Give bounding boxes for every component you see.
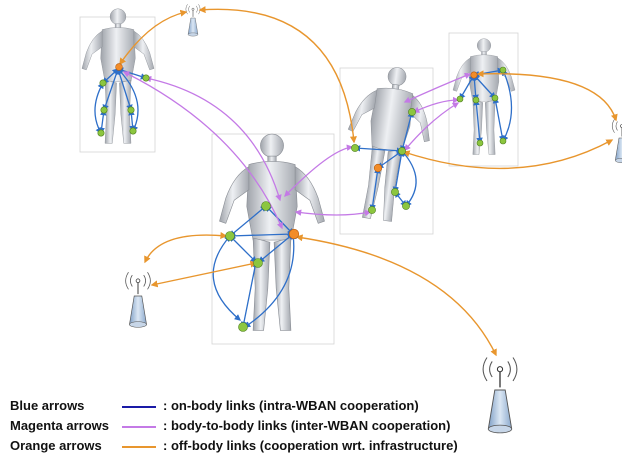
sensor-node	[499, 66, 507, 74]
body-to-body-link	[403, 72, 472, 103]
legend-label-blue: Blue arrows	[10, 398, 85, 413]
legend-line-blue	[122, 406, 156, 408]
antenna-icon-bottom	[482, 356, 518, 434]
on-body-link	[228, 230, 295, 240]
off-body-link	[119, 9, 188, 66]
off-body-link	[476, 70, 618, 122]
sensor-node	[261, 201, 271, 211]
on-body-link	[102, 67, 120, 112]
sensor-node	[238, 322, 248, 332]
sensor-node	[368, 206, 376, 214]
sensor-node	[456, 95, 464, 103]
sensor-node	[408, 108, 416, 116]
off-body-link	[295, 234, 497, 357]
sensor-node	[225, 231, 235, 241]
legend-desc-orange: : off-body links (cooperation wrt. infra…	[163, 438, 458, 453]
gateway-node	[288, 228, 300, 240]
sensor-node	[398, 147, 406, 155]
gateway-node	[373, 163, 383, 173]
sensor-node	[129, 127, 137, 135]
legend-label-magenta: Magenta arrows	[10, 418, 109, 433]
body-to-body-link	[294, 209, 372, 217]
sensor-node	[253, 258, 263, 268]
sensor-node	[499, 137, 507, 145]
legend-row-orange: Orange arrows : off-body links (cooperat…	[10, 436, 480, 456]
off-body-link	[150, 260, 258, 288]
off-body-link	[198, 6, 357, 144]
sensor-node	[391, 188, 399, 196]
legend-line-magenta	[122, 426, 156, 428]
on-body-link	[369, 166, 381, 212]
sensor-node	[97, 129, 105, 137]
sensor-node	[402, 202, 410, 210]
sensor-node	[100, 106, 108, 114]
legend-row-magenta: Magenta arrows : body-to-body links (int…	[10, 416, 480, 436]
legend-line-orange	[122, 446, 156, 448]
legend: Blue arrows : on-body links (intra-WBAN …	[10, 396, 480, 456]
sensor-node	[476, 139, 484, 147]
sensor-node	[99, 79, 107, 87]
sensor-node	[142, 74, 150, 82]
gateway-node	[470, 71, 478, 79]
legend-desc-blue: : on-body links (intra-WBAN cooperation)	[163, 398, 419, 413]
on-body-link	[243, 232, 297, 328]
legend-label-orange: Orange arrows	[10, 438, 102, 453]
body-to-body-link	[284, 144, 354, 197]
sensor-node	[491, 94, 499, 102]
antenna-icon-top	[185, 3, 201, 37]
off-body-link	[402, 139, 614, 170]
off-body-links	[119, 6, 618, 357]
sensor-node	[472, 96, 480, 104]
antenna-icon-right	[611, 118, 622, 164]
on-body-link	[94, 81, 104, 135]
on-body-link	[392, 149, 405, 194]
legend-row-blue: Blue arrows : on-body links (intra-WBAN …	[10, 396, 480, 416]
gateway-node	[115, 63, 123, 71]
antenna-icon-left	[125, 271, 151, 328]
sensor-node	[127, 106, 135, 114]
gateway-nodes	[115, 63, 478, 240]
sensor-nodes	[97, 66, 507, 332]
off-body-link	[144, 232, 228, 264]
sensor-node	[351, 144, 359, 152]
legend-desc-magenta: : body-to-body links (inter-WBAN coopera…	[163, 418, 451, 433]
